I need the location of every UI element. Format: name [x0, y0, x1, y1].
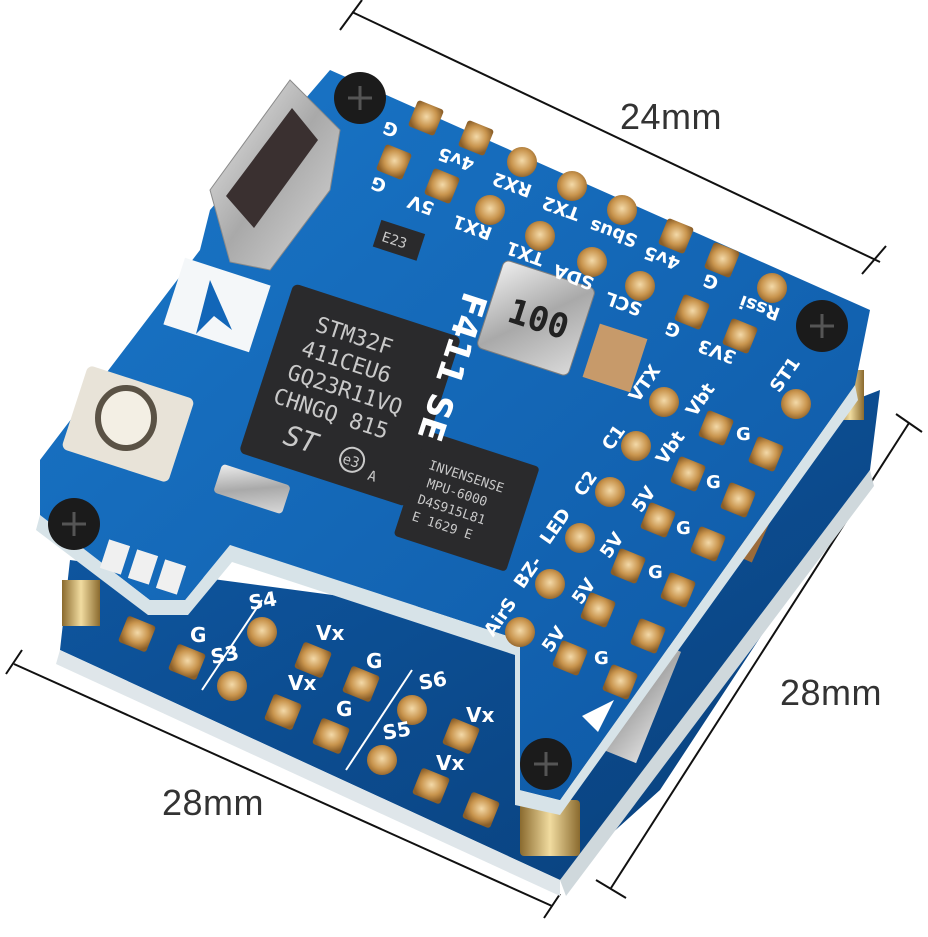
micro-usb-port [209, 79, 341, 271]
status-leds [99, 539, 187, 595]
dimension-label-bottom: 28mm [162, 782, 265, 823]
svg-text:Vx: Vx [288, 671, 316, 695]
svg-text:G: G [676, 518, 691, 539]
boot-button [62, 366, 194, 482]
dimension-label-right: 28mm [780, 672, 883, 713]
svg-text:S6: S6 [417, 666, 449, 695]
flight-controller-board: STM32F 411CEU6 GQ23R11VQ CHNGQ 815 ST e3… [36, 70, 870, 815]
svg-text:G: G [368, 171, 389, 196]
standoff-front-right [520, 800, 580, 856]
svg-text:G: G [190, 623, 206, 647]
svg-text:G: G [648, 562, 663, 583]
standoff-front-left [62, 580, 100, 626]
orientation-arrow [582, 700, 614, 732]
dimension-label-top: 24mm [620, 96, 723, 137]
svg-text:G: G [336, 697, 352, 721]
svg-text:S5: S5 [381, 716, 413, 745]
capacitor [582, 323, 648, 393]
voltage-regulator: E23 [372, 219, 426, 261]
svg-text:G: G [662, 317, 683, 342]
svg-text:G: G [594, 648, 609, 669]
svg-text:G: G [706, 472, 721, 493]
svg-text:Vx: Vx [316, 621, 344, 645]
svg-text:G: G [700, 269, 721, 294]
crystal-oscillator [214, 464, 290, 514]
svg-text:G: G [736, 424, 751, 445]
brand-logo [163, 257, 271, 353]
esc-pad-labels: G S4 Vx G S3 Vx G S6 Vx S5 Vx [190, 586, 494, 775]
svg-text:e3: e3 [340, 451, 361, 471]
screws [48, 72, 848, 790]
svg-text:G: G [380, 116, 401, 141]
svg-text:E23: E23 [380, 229, 409, 252]
svg-text:S3: S3 [209, 640, 241, 669]
svg-text:G: G [366, 649, 382, 673]
esc-pads [118, 616, 500, 828]
mcu-chip: STM32F 411CEU6 GQ23R11VQ CHNGQ 815 ST e3… [240, 284, 460, 506]
top-header-pads [376, 100, 787, 354]
svg-text:Vx: Vx [466, 703, 494, 727]
right-side-pads [505, 387, 811, 700]
imu-chip: INVENSENSE MPU-6000 D4S915L81 E 1629 E [394, 431, 539, 571]
svg-text:Vx: Vx [436, 751, 464, 775]
inductor: 100 [477, 260, 595, 376]
svg-text:S4: S4 [247, 586, 279, 615]
